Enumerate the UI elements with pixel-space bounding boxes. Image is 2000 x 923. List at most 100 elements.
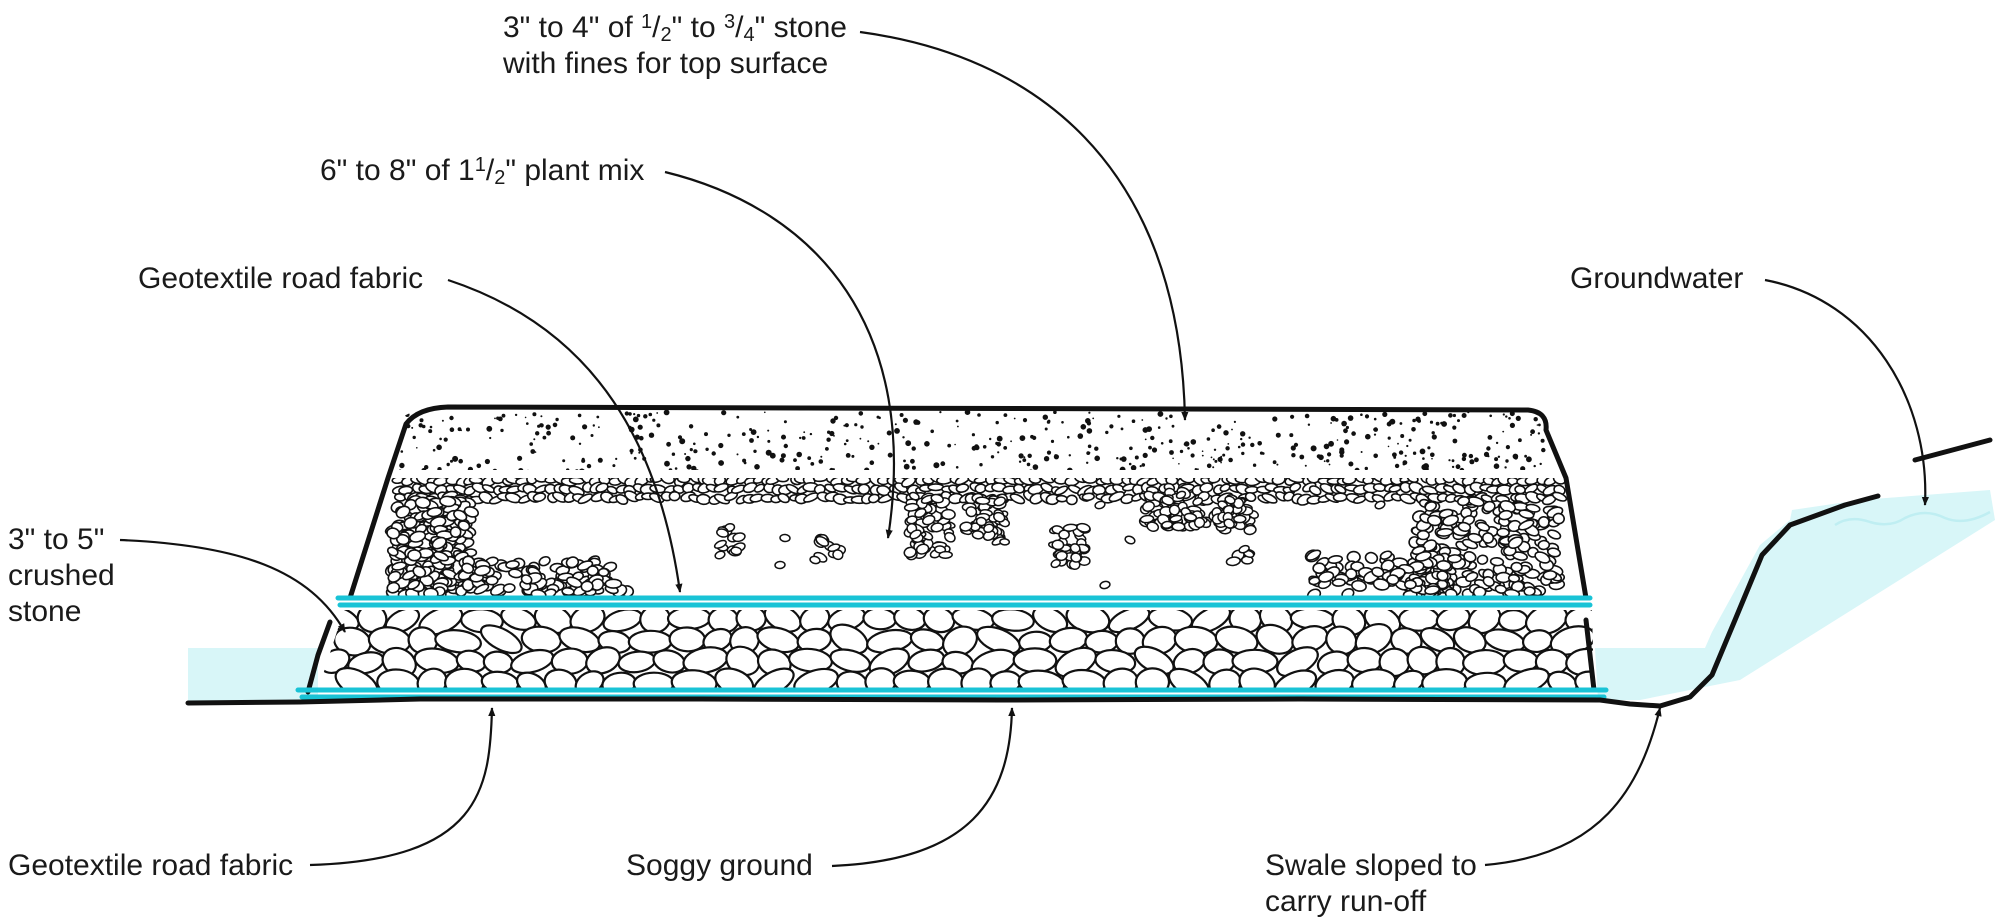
fine-particle bbox=[1431, 431, 1435, 435]
crushed-stone bbox=[1012, 647, 1058, 674]
fine-particle bbox=[615, 457, 618, 460]
fine-particle bbox=[869, 460, 875, 466]
fine-particle bbox=[902, 417, 909, 423]
fine-particle bbox=[484, 458, 490, 465]
geotextile-fabric-bottom bbox=[295, 687, 1609, 700]
fine-particle bbox=[1272, 460, 1277, 465]
fine-particle bbox=[894, 423, 897, 426]
fine-particle bbox=[424, 465, 429, 470]
fine-particle bbox=[1509, 422, 1515, 428]
plant-mix-stone bbox=[1225, 556, 1241, 567]
fine-particle bbox=[933, 462, 940, 469]
fine-particle bbox=[1541, 447, 1546, 453]
fine-particle bbox=[1530, 433, 1533, 436]
fine-particle bbox=[854, 423, 858, 427]
fine-particle bbox=[886, 430, 892, 436]
fine-particle bbox=[1412, 451, 1417, 455]
fine-particle bbox=[851, 454, 855, 458]
fine-particle bbox=[1088, 411, 1091, 414]
fine-particle bbox=[1109, 471, 1114, 476]
label-top-surface-frac2-num: 3 bbox=[724, 11, 735, 33]
crushed-stone bbox=[670, 669, 718, 690]
label-crushed-stone-line1: 3" to 5" bbox=[8, 523, 104, 556]
plant-mix-stone bbox=[1168, 504, 1181, 516]
plant-mix-stone bbox=[386, 546, 399, 557]
fine-particle bbox=[577, 413, 582, 418]
fine-particle bbox=[1197, 468, 1199, 470]
fine-particle bbox=[399, 462, 405, 469]
fine-particle bbox=[1533, 464, 1536, 468]
fine-particle bbox=[613, 471, 618, 476]
fine-particle bbox=[1169, 450, 1174, 455]
fine-particle bbox=[1026, 462, 1031, 467]
fine-particle bbox=[753, 449, 757, 453]
fine-particle bbox=[1550, 422, 1555, 427]
water-right bbox=[1595, 490, 1995, 700]
fine-particle bbox=[899, 413, 904, 417]
plant-mix-stone bbox=[431, 536, 447, 550]
fine-particle bbox=[489, 475, 492, 478]
fine-particle bbox=[977, 413, 981, 417]
fine-particle bbox=[674, 467, 678, 470]
fine-particle bbox=[1228, 457, 1233, 463]
fine-particle bbox=[1276, 463, 1279, 466]
fine-particle bbox=[955, 419, 959, 423]
label-top-surface-part-c: " stone bbox=[755, 11, 847, 44]
fine-particle bbox=[1086, 461, 1089, 464]
plant-mix-stone bbox=[1099, 580, 1111, 590]
fine-particle bbox=[1373, 433, 1377, 436]
fine-particle bbox=[1508, 417, 1511, 420]
fine-particle bbox=[1373, 417, 1377, 421]
fine-particle bbox=[652, 471, 655, 474]
fine-particle bbox=[1019, 435, 1026, 441]
fine-particle bbox=[1518, 438, 1522, 443]
fine-particle bbox=[1250, 442, 1255, 448]
fine-particle bbox=[1469, 459, 1475, 465]
plant-mix-stone bbox=[407, 579, 421, 590]
fine-particle bbox=[741, 432, 746, 436]
fine-particle bbox=[1461, 456, 1467, 462]
fine-particle bbox=[845, 439, 849, 442]
fine-particle bbox=[632, 416, 639, 423]
fine-particle bbox=[1397, 442, 1399, 445]
fine-particle bbox=[1214, 459, 1218, 463]
fine-particle bbox=[1053, 454, 1059, 460]
fine-particle bbox=[1128, 462, 1132, 466]
fine-particle bbox=[1299, 454, 1305, 460]
fine-particle bbox=[807, 456, 812, 460]
fine-particle bbox=[1330, 422, 1332, 424]
fine-particle bbox=[596, 470, 602, 476]
plant-mix-stone bbox=[1124, 535, 1136, 545]
fine-particle bbox=[476, 463, 482, 469]
fine-particle bbox=[1487, 435, 1493, 440]
label-plant-mix-frac-num: 1 bbox=[475, 154, 486, 176]
fine-particle bbox=[570, 435, 576, 441]
fine-particle bbox=[1237, 445, 1241, 449]
fine-particle bbox=[1134, 455, 1139, 460]
crushed-stone bbox=[666, 610, 712, 631]
fine-particle bbox=[1431, 434, 1437, 440]
fine-particle bbox=[1483, 451, 1490, 457]
plant-mix-stone bbox=[414, 496, 431, 509]
fine-particle bbox=[418, 423, 423, 428]
fine-particle bbox=[1459, 467, 1465, 470]
fine-particle bbox=[633, 413, 636, 416]
fine-particle bbox=[830, 418, 836, 424]
fine-particle bbox=[736, 453, 739, 456]
fine-particle bbox=[1448, 459, 1451, 462]
fine-particle bbox=[845, 453, 851, 458]
plant-mix-stone bbox=[449, 526, 462, 538]
fine-particle bbox=[633, 456, 637, 460]
plant-mix-stone bbox=[1312, 562, 1327, 575]
plant-mix-stone bbox=[1271, 478, 1286, 486]
plant-mix-stone bbox=[696, 493, 711, 506]
fine-particle bbox=[1435, 421, 1440, 426]
fine-particle bbox=[1044, 427, 1048, 431]
fine-particle bbox=[1190, 453, 1195, 458]
plant-mix-stone bbox=[473, 565, 491, 577]
label-soggy-ground: Soggy ground bbox=[626, 849, 813, 882]
fine-particle bbox=[1144, 438, 1147, 441]
label-crushed-stone-line2: crushed bbox=[8, 559, 115, 592]
crushed-stone bbox=[444, 667, 485, 690]
fine-particle bbox=[1307, 423, 1311, 426]
